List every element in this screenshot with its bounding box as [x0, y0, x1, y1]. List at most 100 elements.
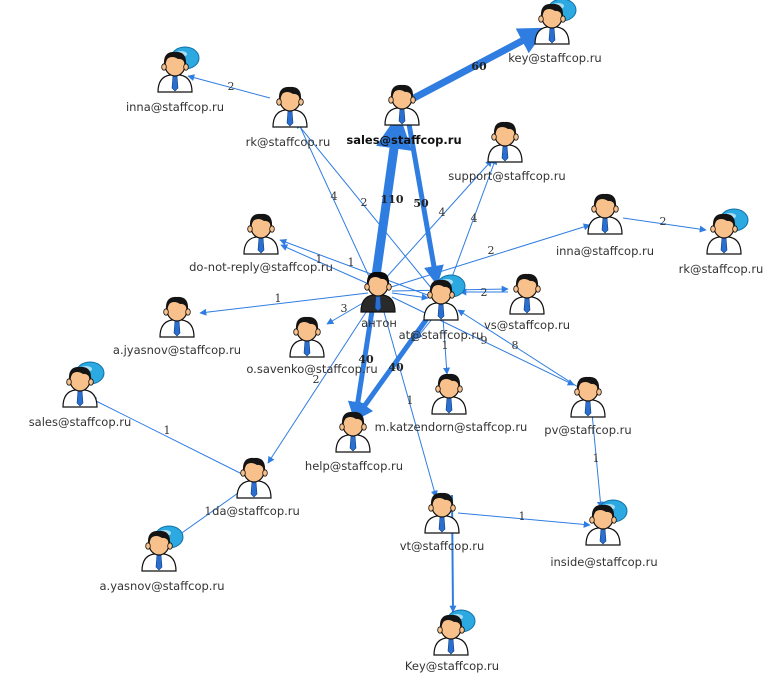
edge-label-da-ayasnov: 1 — [164, 424, 171, 437]
node-at[interactable] — [423, 274, 466, 321]
edge-sales1-key1[interactable] — [412, 27, 547, 102]
edge-label-vs-at: 2 — [481, 286, 488, 299]
node-help[interactable] — [335, 411, 371, 453]
edge-label-vt-inside: 1 — [519, 510, 526, 523]
user-icon — [384, 84, 420, 126]
edge-anton-at[interactable] — [391, 292, 429, 301]
user-icon — [570, 376, 606, 418]
edge-label-pv-inside: 1 — [593, 452, 600, 465]
node-ayasnov[interactable] — [141, 525, 184, 572]
node-dnr[interactable] — [243, 213, 279, 255]
edge-at-dnr[interactable] — [279, 238, 431, 297]
node-label-dnr: do-not-reply@staffcop.ru — [189, 260, 333, 274]
user-bubble-icon — [157, 46, 200, 93]
edge-label-anton-rk1: 4 — [331, 190, 338, 203]
edges-layer — [89, 27, 707, 613]
node-label-vt: vt@staffcop.ru — [400, 539, 485, 553]
node-rk1[interactable] — [272, 86, 308, 128]
node-vt[interactable] — [424, 492, 460, 534]
user-bubble-icon — [423, 274, 466, 321]
edge-anton-vt[interactable] — [381, 304, 438, 498]
node-anton[interactable] — [360, 271, 396, 313]
edge-vt-inside[interactable] — [457, 512, 591, 528]
edge-anton-help[interactable] — [347, 297, 377, 422]
node-vs[interactable] — [509, 273, 545, 315]
edge-label-anton-inna2: 2 — [488, 244, 495, 257]
edge-anton-inna2[interactable] — [387, 223, 591, 289]
edge-anton-pv[interactable] — [391, 296, 575, 386]
edge-at-mkatz[interactable] — [442, 317, 451, 375]
node-label-help: help@staffcop.ru — [305, 459, 403, 473]
edge-pv-inside[interactable] — [591, 412, 604, 509]
node-label-sales1: sales@staffcop.ru — [346, 133, 461, 147]
node-label-mkatz: m.katzendorn@staffcop.ru — [375, 420, 528, 434]
edge-label-at-mkatz: 1 — [442, 339, 449, 352]
node-label-support: support@staffcop.ru — [448, 169, 565, 183]
node-pv[interactable] — [570, 376, 606, 418]
user-bubble-icon — [706, 208, 749, 255]
node-osav[interactable] — [289, 316, 325, 358]
edge-label-anton-support: 4 — [439, 206, 446, 219]
edge-da-ayasnov[interactable] — [89, 397, 243, 475]
edge-at-help[interactable] — [353, 304, 439, 422]
node-label-da: da@staffcop.ru — [212, 504, 300, 518]
edge-sales1-at[interactable] — [406, 123, 444, 286]
edge-anton-dnr[interactable] — [280, 244, 372, 286]
edge-label-at-anton: 1 — [410, 331, 417, 344]
node-sales1[interactable] — [384, 84, 420, 126]
node-label-ayasnov: a.yasnov@staffcop.ru — [100, 579, 225, 593]
edge-label-anton-osav: 3 — [341, 302, 348, 315]
node-da[interactable] — [236, 457, 272, 499]
edge-anton-da[interactable] — [267, 302, 373, 464]
edge-vt-key2[interactable] — [449, 494, 457, 613]
edge-at-rk1[interactable] — [295, 121, 433, 290]
user-icon — [431, 373, 467, 415]
node-label-inna2: inna@staffcop.ru — [556, 244, 654, 258]
node-label-anton: антон — [361, 316, 397, 330]
node-label-key2: Key@staffcop.ru — [405, 659, 499, 673]
edge-anton-ajyasnov[interactable] — [199, 292, 369, 316]
user-icon — [587, 193, 623, 235]
edge-label-da-sales2: 1 — [205, 505, 212, 518]
node-inna2[interactable] — [587, 193, 623, 235]
user-icon — [236, 457, 272, 499]
node-key1[interactable] — [534, 0, 577, 45]
edge-label-sales1-key1: 60 — [471, 60, 487, 73]
edge-anton-osav[interactable] — [326, 299, 369, 325]
user-icon — [243, 213, 279, 255]
user-bubble-icon — [62, 361, 105, 408]
user-icon — [335, 411, 371, 453]
edge-label-anton-dnr: 1 — [316, 253, 323, 266]
edge-pv-at[interactable] — [457, 309, 579, 388]
node-rk2[interactable] — [706, 208, 749, 255]
edge-label-anton-pv: 9 — [481, 334, 488, 347]
node-label-rk1: rk@staffcop.ru — [246, 135, 331, 149]
edge-label-anton-help: 40 — [358, 353, 374, 366]
edge-rk1-inna1[interactable] — [187, 74, 271, 99]
node-key2[interactable] — [433, 609, 476, 656]
user-icon — [289, 316, 325, 358]
edge-label-at-dnr: 1 — [348, 256, 355, 269]
edge-anton-rk1[interactable] — [296, 119, 373, 284]
edge-anton-support[interactable] — [383, 159, 493, 281]
user-dark-icon — [360, 271, 396, 313]
user-bubble-icon — [433, 609, 476, 656]
node-label-inside: inside@staffcop.ru — [550, 555, 657, 569]
user-bubble-icon — [141, 525, 184, 572]
edge-label-at-rk1: 2 — [361, 196, 368, 209]
node-ajyasnov[interactable] — [159, 296, 195, 338]
node-label-ajyasnov: a.jyasnov@staffcop.ru — [113, 343, 241, 357]
node-sales2[interactable] — [62, 361, 105, 408]
node-mkatz[interactable] — [431, 373, 467, 415]
edge-label-anton-da: 2 — [313, 373, 320, 386]
user-bubble-icon — [534, 0, 577, 45]
user-icon — [487, 121, 523, 163]
edge-inna2-rk2[interactable] — [622, 217, 707, 233]
node-inna1[interactable] — [157, 46, 200, 93]
edge-anton-sales1[interactable] — [370, 112, 412, 284]
node-label-key1: key@staffcop.ru — [508, 51, 601, 65]
node-support[interactable] — [487, 121, 523, 163]
node-inside[interactable] — [585, 499, 628, 546]
